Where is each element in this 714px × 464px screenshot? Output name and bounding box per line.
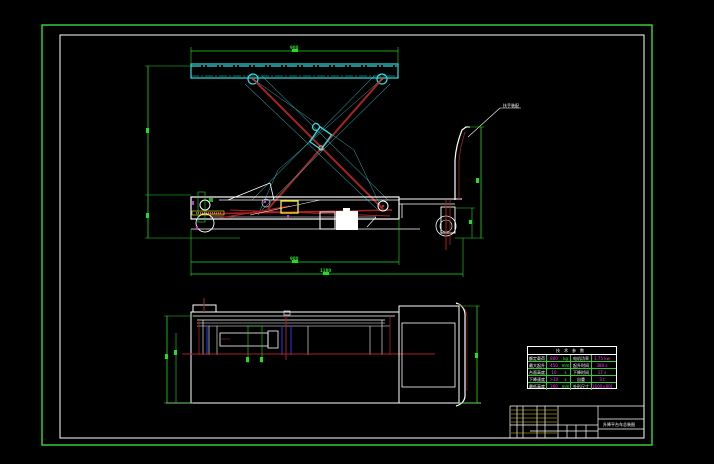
spec-row: 最低高度 300 mm 外形尺寸 1600×800×1000 — [528, 383, 616, 390]
spec-name: 外形尺寸 — [571, 383, 592, 390]
center-pivot — [308, 125, 333, 151]
inner-frame — [59, 34, 645, 439]
spec-unit: s — [561, 369, 571, 375]
spec-row: 最大起升 450 mm 起升时间 380 s — [528, 362, 616, 369]
spec-name: 下降时间 — [571, 369, 592, 375]
spec-row: 额定载荷 800 kg 电机功率 1.75 kw — [528, 355, 616, 362]
spec-unit: kg — [561, 355, 571, 361]
spec-name: 台面高度 — [529, 369, 547, 375]
spec-value: 1600×800×1000 — [592, 384, 612, 389]
spec-name: 最大起升 — [529, 362, 547, 368]
spec-row: 下降速度 >10 s 自重 3 t — [528, 376, 616, 383]
plan-handle — [455, 302, 466, 407]
spec-value: 1.75 kw — [594, 356, 610, 361]
spec-name: 额定载荷 — [529, 355, 547, 361]
spec-value: 17 s — [597, 370, 607, 375]
spec-value: 10 — [551, 370, 557, 375]
spec-value: 380 s — [596, 363, 608, 368]
spec-value: 800 — [550, 356, 558, 361]
spec-unit: mm — [561, 383, 571, 390]
plan-cylinder — [219, 332, 269, 347]
side-view — [145, 47, 521, 277]
title-block-grid — [509, 405, 644, 438]
spec-name: 下降速度 — [529, 376, 547, 382]
spec-unit: s — [561, 376, 571, 382]
spec-name: 最低高度 — [529, 383, 547, 390]
spec-value: 450 — [550, 363, 558, 368]
spec-table-header: 技术参数 — [528, 347, 616, 355]
spec-name: 自重 — [571, 376, 592, 382]
spec-value: >10 — [549, 377, 559, 382]
spec-name: 起升时间 — [571, 362, 592, 368]
plan-body — [190, 311, 400, 404]
plan-view — [164, 298, 481, 407]
handle-leader-label: 扶手装配 — [503, 103, 519, 108]
spec-table: 技术参数 额定载荷 800 kg 电机功率 1.75 kw 最大起升 450 m… — [527, 346, 617, 390]
hydraulic-block — [280, 200, 299, 214]
lift-platform — [190, 63, 399, 79]
spec-unit: mm — [561, 362, 571, 368]
drawing-title: 升降平台车总装图 — [603, 422, 635, 427]
base-frame — [190, 196, 400, 220]
push-handle — [454, 126, 470, 200]
spec-value: 3 t — [599, 377, 605, 382]
motor — [319, 211, 336, 230]
dim-base-length: 900 — [290, 256, 299, 261]
outer-frame — [41, 24, 653, 446]
dim-overall-length: 1180 — [320, 268, 332, 273]
dim-platform-width: 900 — [290, 45, 299, 50]
spec-value: 300 — [550, 384, 558, 389]
spec-row: 台面高度 10 s 下降时间 17 s — [528, 369, 616, 376]
spec-name: 电机功率 — [571, 355, 592, 361]
